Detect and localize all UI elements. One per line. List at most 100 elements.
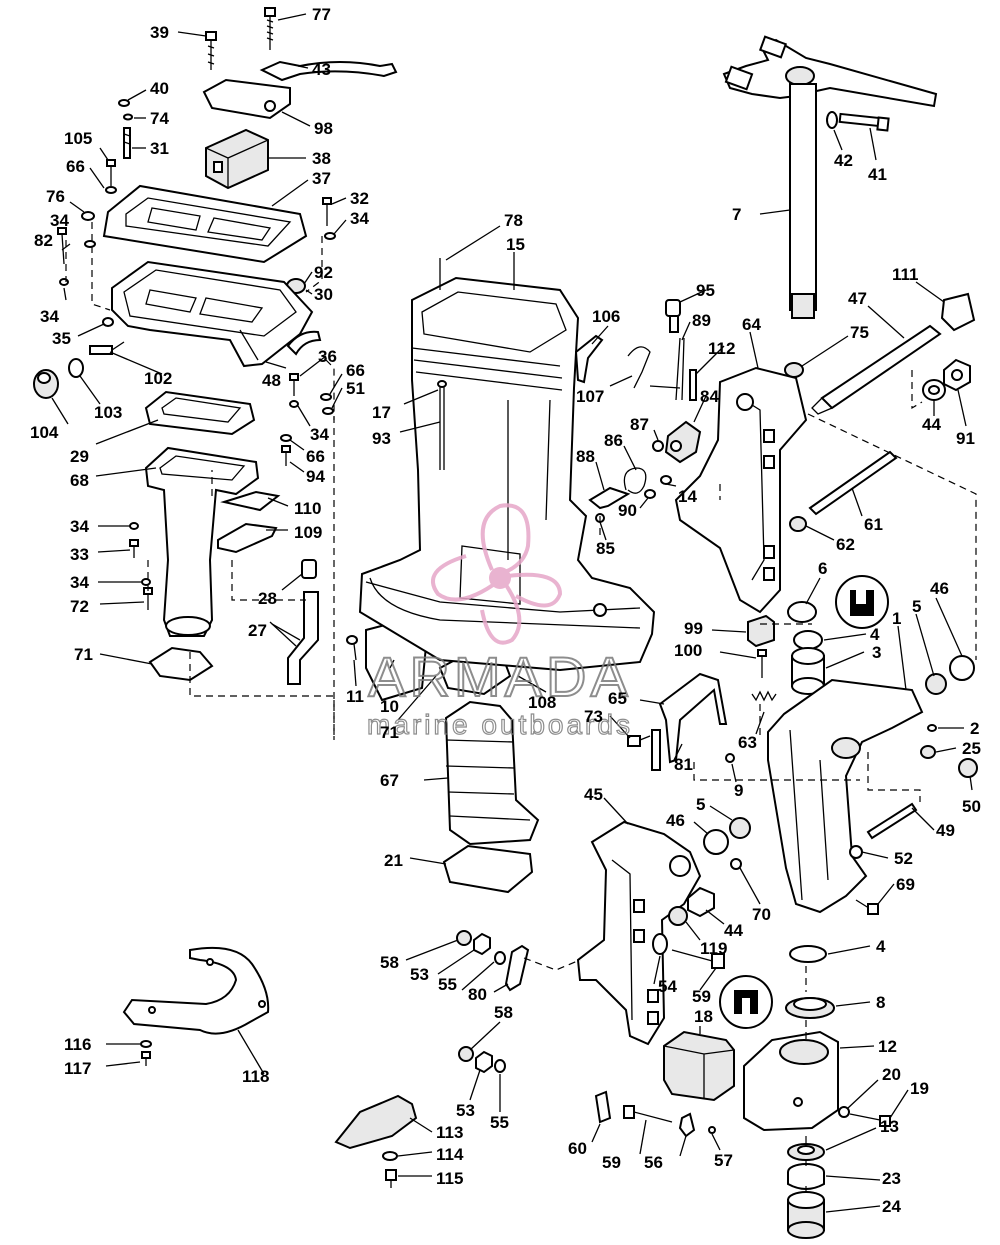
- plate-111: [940, 292, 976, 332]
- callout-14: 14: [678, 487, 697, 506]
- washer-66c: [280, 434, 292, 442]
- bushing-4b: [789, 945, 827, 963]
- washer-46b: [703, 829, 729, 855]
- bushing-4a: [793, 630, 823, 650]
- callout-10: 10: [380, 697, 399, 716]
- nut-53a: [473, 932, 491, 956]
- washer-114: [382, 1151, 398, 1161]
- washer-55a: [494, 951, 506, 965]
- spacer-24: [787, 1191, 825, 1239]
- callout-82: 82: [34, 231, 53, 250]
- lever-88: [588, 486, 631, 510]
- callout-68: 68: [70, 471, 89, 490]
- clip-56: [678, 1112, 696, 1138]
- callout-21: 21: [384, 851, 403, 870]
- bolt-82: [57, 227, 67, 265]
- callout-99: 99: [684, 619, 703, 638]
- washer-40: [118, 99, 130, 107]
- callout-3: 3: [872, 643, 881, 662]
- callout-62: 62: [836, 535, 855, 554]
- callout-100: 100: [674, 641, 702, 660]
- washer-55b: [494, 1059, 506, 1073]
- washer-87: [652, 440, 664, 452]
- callout-118: 118: [242, 1067, 269, 1086]
- callout-44: 44: [724, 921, 743, 940]
- callout-103: 103: [94, 403, 122, 422]
- callout-43: 43: [312, 60, 331, 79]
- callout-116: 116: [64, 1035, 91, 1054]
- link-65: [651, 672, 728, 771]
- callout-15: 15: [506, 235, 525, 254]
- callout-33: 33: [70, 545, 89, 564]
- housing-102: [111, 260, 314, 368]
- callout-92: 92: [314, 263, 333, 282]
- ground-strap-43: [259, 60, 398, 82]
- washer-34e: [129, 522, 139, 530]
- regulator-38: [205, 128, 269, 190]
- callout-34: 34: [70, 517, 89, 536]
- callout-108: 108: [528, 693, 556, 712]
- driveshaft-housing-15: [358, 276, 656, 672]
- callout-119: 119: [700, 939, 727, 958]
- callout-50: 50: [962, 797, 981, 816]
- callout-88: 88: [576, 447, 595, 466]
- callout-11: 11: [346, 687, 364, 706]
- bushing-58a: [456, 930, 472, 946]
- callout-23: 23: [882, 1169, 901, 1188]
- washer-34f: [141, 578, 151, 586]
- sleeve-28: [301, 559, 317, 579]
- stern-bracket-45: [576, 820, 702, 1046]
- callout-17: 17: [372, 403, 391, 422]
- callout-34: 34: [310, 425, 329, 444]
- callout-40: 40: [150, 79, 169, 98]
- callout-105: 105: [64, 129, 92, 148]
- gasket-37: [102, 184, 308, 264]
- callout-41: 41: [868, 165, 887, 184]
- bolt-117: [141, 1051, 151, 1066]
- gasket-110: [220, 490, 281, 512]
- callout-48: 48: [262, 371, 281, 390]
- assembly-lines: [65, 222, 977, 1194]
- callout-20: 20: [882, 1065, 901, 1084]
- callout-4: 4: [876, 937, 886, 956]
- callout-75: 75: [850, 323, 869, 342]
- callout-59: 59: [692, 987, 711, 1006]
- bushing-119: [668, 906, 688, 926]
- plug-103: [89, 341, 125, 355]
- callout-4: 4: [870, 625, 880, 644]
- callout-115: 115: [436, 1169, 463, 1188]
- bolt-77: [264, 7, 276, 50]
- callout-49: 49: [936, 821, 955, 840]
- cap-104: [33, 369, 59, 399]
- screw-11: [346, 635, 358, 661]
- callout-29: 29: [70, 447, 89, 466]
- callout-65: 65: [608, 689, 627, 708]
- callout-42: 42: [834, 151, 853, 170]
- callout-58: 58: [380, 953, 399, 972]
- spacer-70: [730, 858, 742, 870]
- bushing-50: [958, 758, 978, 778]
- callout-46: 46: [930, 579, 949, 598]
- callout-5: 5: [912, 597, 921, 616]
- washer-52: [849, 845, 863, 859]
- steering-arm-7: [722, 35, 938, 319]
- bolt-72: [143, 587, 153, 610]
- clip-107: [627, 346, 651, 389]
- callout-46: 46: [666, 811, 685, 830]
- callout-71: 71: [380, 723, 399, 742]
- callout-64: 64: [742, 315, 761, 334]
- block-99: [747, 614, 775, 648]
- link-80: [504, 944, 530, 992]
- callout-91: 91: [956, 429, 975, 448]
- callout-44: 44: [922, 415, 941, 434]
- callout-25: 25: [962, 739, 981, 758]
- callout-34: 34: [50, 211, 69, 230]
- rod-61: [808, 450, 898, 516]
- callout-85: 85: [596, 539, 615, 558]
- nut-51: [322, 407, 334, 415]
- exhaust-housing-67: [444, 700, 540, 846]
- seal-21: [442, 844, 534, 894]
- screw-107: [649, 385, 681, 389]
- callout-112: 112: [708, 339, 735, 358]
- nut-91: [943, 358, 971, 392]
